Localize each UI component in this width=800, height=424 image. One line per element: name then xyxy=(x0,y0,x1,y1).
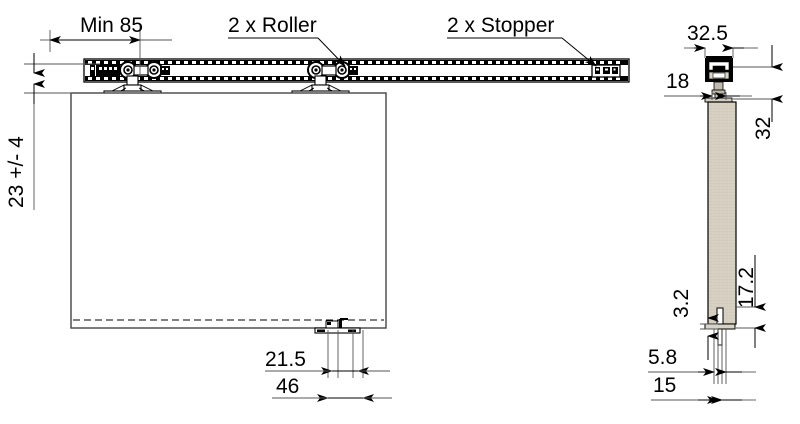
dimension-label-32: 32 xyxy=(752,117,775,140)
roller-icon xyxy=(96,61,170,79)
dimension-23-plus-minus-4: 23 +/- 4 xyxy=(5,53,100,210)
dimension-label-17-2: 17.2 xyxy=(735,267,758,308)
dimension-label-5-8: 5.8 xyxy=(648,346,677,369)
dimension-label-32-5: 32.5 xyxy=(687,22,728,45)
dimension-15: 15 xyxy=(651,374,756,404)
bottom-floor-guide xyxy=(314,318,361,334)
note-label-roller: 2 x Roller xyxy=(228,14,317,37)
note-label-stopper: 2 x Stopper xyxy=(447,14,554,37)
dimension-32: 32 xyxy=(733,45,783,140)
side-section-view: 32.5 18 32 17.2 xyxy=(648,22,783,404)
dimension-17-2: 17.2 xyxy=(735,255,766,348)
dimension-min-85: Min 85 xyxy=(40,14,172,76)
dimension-label-21-5: 21.5 xyxy=(265,348,306,371)
door-panel-section xyxy=(707,101,737,325)
dimension-label-23-tolerance: 23 +/- 4 xyxy=(5,136,28,208)
leader-line-stopper xyxy=(561,37,597,67)
note-2x-stopper: 2 x Stopper xyxy=(447,14,597,67)
front-elevation-view: Min 85 23 +/- 4 2 x Roller 2 x Stopper xyxy=(5,14,630,402)
dimension-5-8: 5.8 xyxy=(648,346,756,376)
dimension-label-46: 46 xyxy=(276,375,299,398)
dimension-46: 46 xyxy=(272,375,392,402)
dimension-32-5: 32.5 xyxy=(684,22,758,58)
stopper-2 xyxy=(591,64,621,78)
dimension-21-5: 21.5 xyxy=(265,330,390,378)
dimension-18: 18 xyxy=(664,70,752,100)
dimension-3-2: 3.2 xyxy=(670,288,719,360)
dimension-label-3-2: 3.2 xyxy=(670,289,693,318)
dimension-label-min-85: Min 85 xyxy=(80,14,143,37)
track-section xyxy=(705,56,733,82)
stopper-1 xyxy=(90,65,95,76)
door-panel-elevation xyxy=(70,92,387,329)
dimension-label-15: 15 xyxy=(653,374,676,397)
leader-line-roller xyxy=(317,37,346,67)
note-2x-roller: 2 x Roller xyxy=(228,14,346,67)
dimension-label-18: 18 xyxy=(666,70,689,93)
roller-icon xyxy=(307,61,358,79)
